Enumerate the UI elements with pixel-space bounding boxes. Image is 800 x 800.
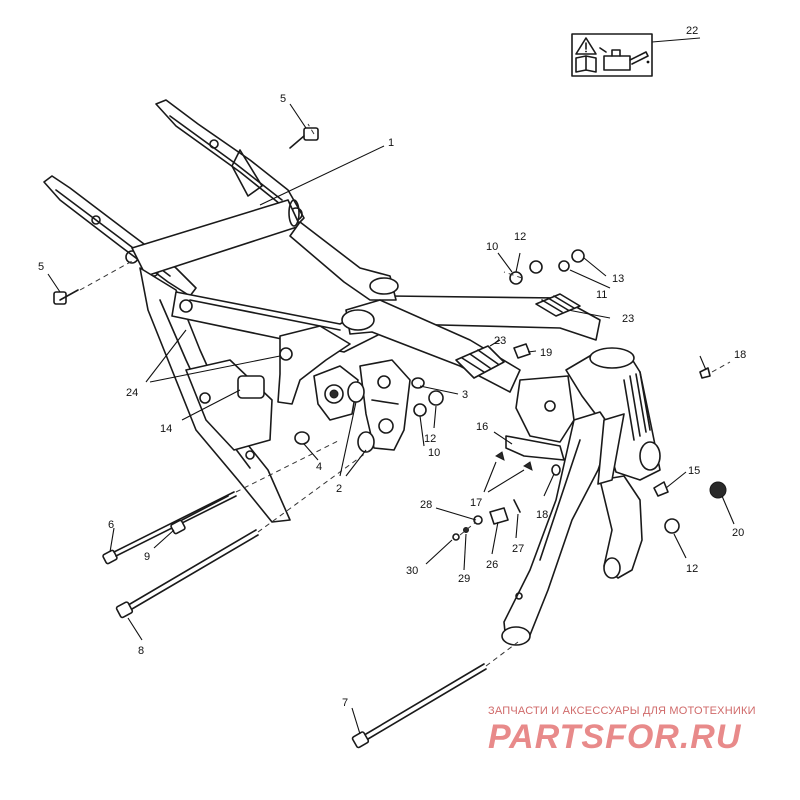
bolt-8 [115, 529, 259, 619]
callout-26: 26 [486, 559, 498, 571]
callout-11: 11 [596, 289, 607, 301]
callout-9: 9 [144, 551, 150, 563]
left-frame-downtube [139, 267, 291, 523]
front-curved-tube [277, 325, 359, 421]
bolt-5-left [53, 289, 79, 305]
front-downtube-left [501, 411, 613, 646]
callout-5b: 5 [38, 261, 44, 273]
callout-27: 27 [512, 543, 524, 555]
callout-labels: 1 2 3 4 5 5 6 7 8 9 10 10 11 12 12 12 13… [38, 25, 746, 709]
callout-1: 1 [388, 137, 394, 149]
callout-20: 20 [732, 527, 744, 539]
oil-can-icon [599, 47, 650, 71]
callout-12c: 12 [686, 563, 698, 575]
callout-22: 22 [686, 25, 698, 37]
callout-5a: 5 [280, 93, 286, 105]
callout-4: 4 [316, 461, 322, 473]
callout-10a: 10 [486, 241, 498, 253]
tank-cross-brace [515, 375, 575, 443]
callout-17: 17 [470, 497, 482, 509]
callout-13: 13 [612, 273, 624, 285]
callout-10b: 10 [428, 447, 440, 459]
callout-6: 6 [108, 519, 114, 531]
callout-8: 8 [138, 645, 144, 657]
engine-mount-bracket [359, 359, 411, 451]
bolt-7 [351, 663, 487, 749]
callout-12a: 12 [514, 231, 526, 243]
alignment-lines [79, 123, 731, 667]
callout-29: 29 [458, 573, 470, 585]
service-symbol-box [571, 33, 653, 77]
bracket-16 [505, 435, 565, 461]
callout-3: 3 [462, 389, 468, 401]
steering-head [565, 347, 661, 481]
watermark-logo: PARTSFOR.RU [488, 718, 742, 756]
callout-19: 19 [540, 347, 552, 359]
bolt-5-upper [289, 127, 319, 149]
front-downtube-right [597, 413, 643, 579]
callout-28: 28 [420, 499, 432, 511]
warning-triangle-icon [575, 37, 597, 55]
rear-cross-tube [131, 199, 301, 277]
callout-18a: 18 [734, 349, 746, 361]
leader-lines [47, 37, 735, 735]
callout-12b: 12 [424, 433, 436, 445]
callout-7: 7 [342, 697, 348, 709]
bolt-9 [170, 495, 229, 535]
callout-23b: 23 [494, 335, 506, 347]
callout-16: 16 [476, 421, 488, 433]
rubber-mount-lower [455, 345, 505, 379]
callout-2: 2 [336, 483, 342, 495]
manual-book-icon [575, 55, 597, 73]
rear-rail-right [155, 99, 305, 227]
callout-30: 30 [406, 565, 418, 577]
callout-18b: 18 [536, 509, 548, 521]
callout-15: 15 [688, 465, 700, 477]
callout-23a: 23 [622, 313, 634, 325]
callout-24: 24 [126, 387, 138, 399]
watermark-tagline: ЗАПЧАСТИ И АКСЕССУАРЫ ДЛЯ МОТОТЕХНИКИ [488, 705, 756, 717]
callout-14: 14 [160, 423, 172, 435]
